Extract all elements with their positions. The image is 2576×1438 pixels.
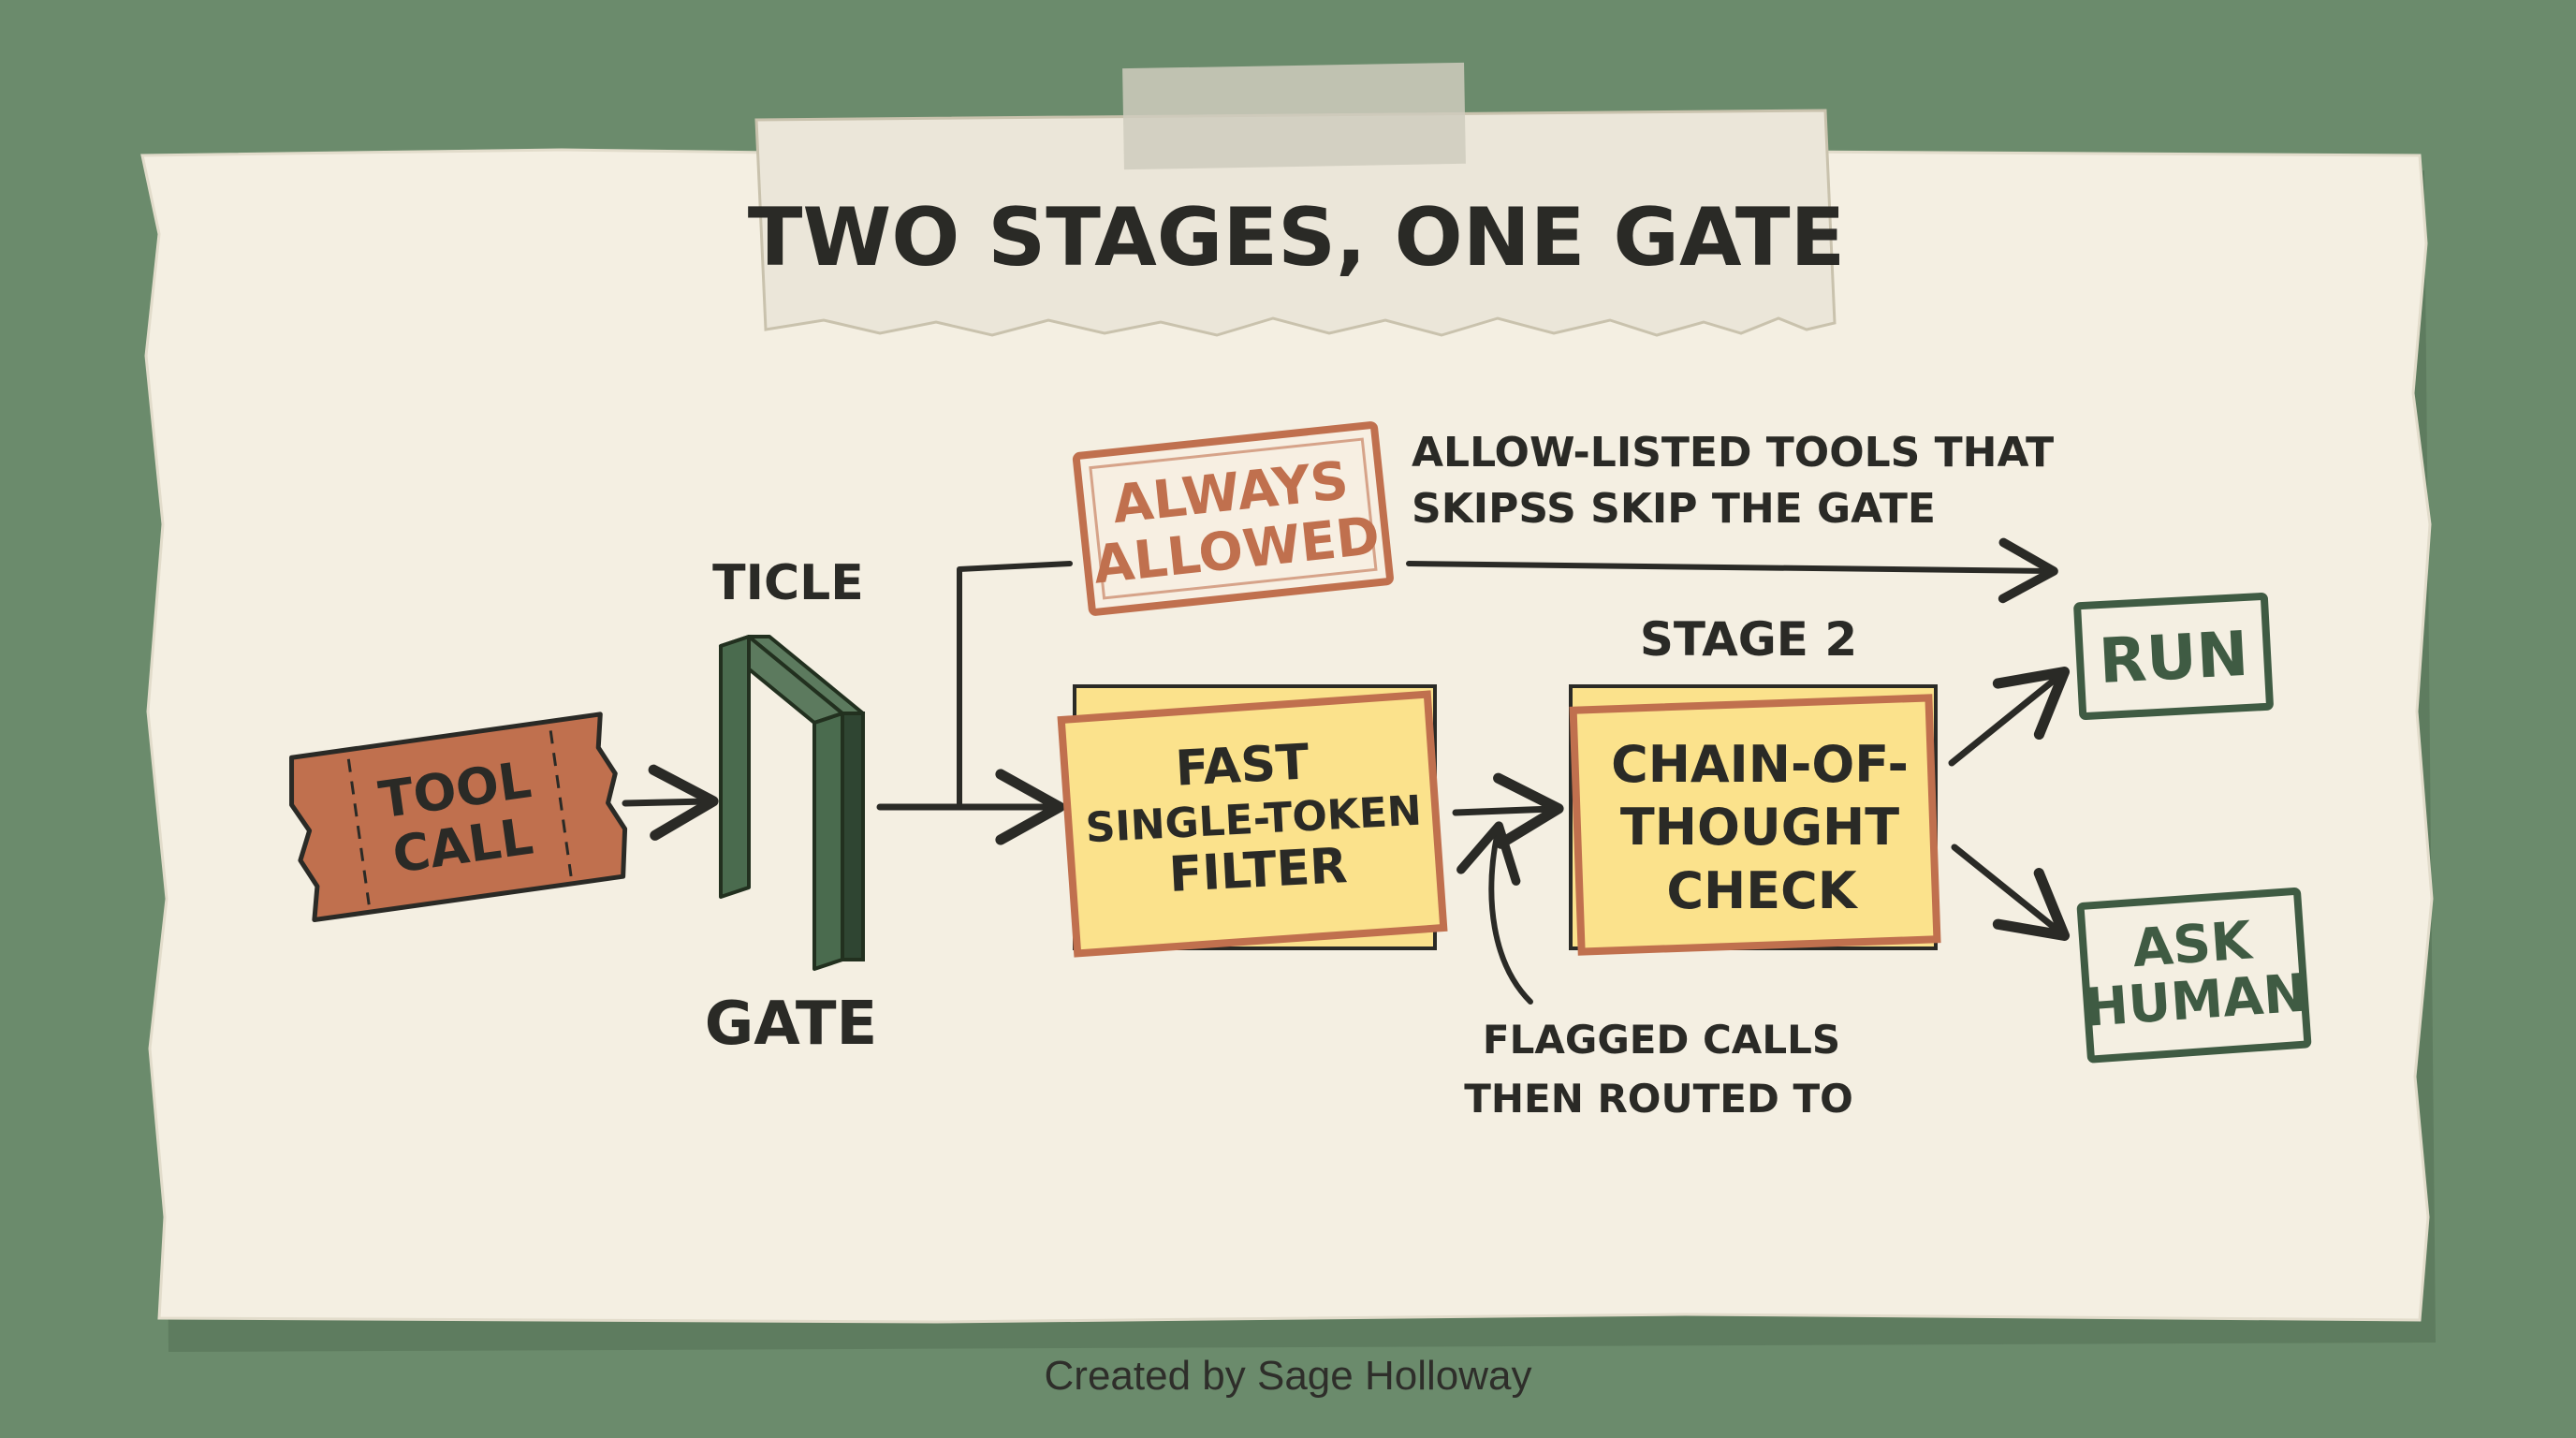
arrow-ticket-to-gate (622, 764, 719, 841)
arrow-stage2-to-run (1948, 666, 2071, 767)
stage2-sticky-note: CHAIN-OF- THOUGHT CHECK (1569, 684, 1941, 956)
stage2-line1: CHAIN-OF- (1611, 735, 1909, 794)
run-outcome-box: RUN (2073, 592, 2274, 720)
run-label: RUN (2097, 618, 2249, 697)
stage2-header: STAGE 2 (1640, 612, 1857, 667)
ask-human-line1: ASK (2130, 910, 2256, 979)
credit-line: Created by Sage Holloway (1044, 1353, 1532, 1399)
arrow-stage2-to-ask-human (1951, 844, 2071, 941)
arrow-stage1-to-stage2 (1452, 772, 1564, 849)
gate-icon (719, 635, 865, 971)
flag-note-line2: THEN ROUTED TO (1464, 1076, 1853, 1122)
arrow-allowed-to-run (1406, 537, 2058, 604)
gate-top-label: TICLE (712, 555, 864, 611)
always-allowed-stamp: ALWAYS ALLOWED (1072, 421, 1394, 616)
allow-note-line2: SKIPSS SKIP THE GATE (1412, 485, 1936, 533)
tape-strip (1122, 62, 1466, 170)
title-card (754, 109, 1837, 337)
allow-note-line1: ALLOW-LISTED TOOLS THAT (1412, 429, 2054, 477)
page-title: TWO STAGES, ONE GATE (748, 191, 1846, 285)
tool-call-ticket: TOOL CALL (289, 712, 628, 923)
stage2-line2: THOUGHT (1620, 798, 1899, 857)
stage1-line1: FAST (1174, 734, 1310, 797)
branch-line-to-allowed (957, 561, 1073, 810)
stage1-sticky-note: FAST SINGLE-TOKEN FILTER (1057, 684, 1448, 958)
gate-bottom-label: GATE (705, 990, 877, 1059)
stage1-line3: FILTER (1167, 838, 1348, 903)
arrow-flagged-curve (1456, 821, 1533, 1005)
ask-human-outcome-box: ASK HUMAN (2076, 888, 2312, 1064)
flag-note-line1: FLAGGED CALLS (1483, 1017, 1840, 1063)
stage2-line3: CHECK (1666, 861, 1858, 920)
